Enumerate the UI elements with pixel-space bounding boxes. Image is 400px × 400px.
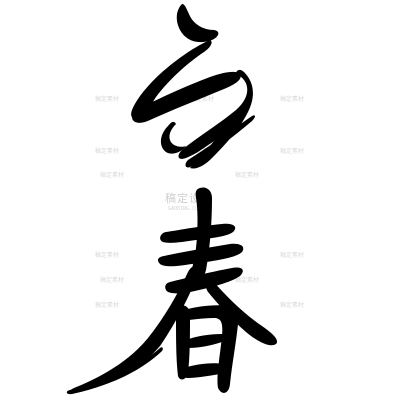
stroke-h2 [157,243,244,267]
stroke-arc [178,69,253,169]
stroke-curl [160,121,186,154]
stroke-right-fall [205,279,278,346]
stroke-ri-bottom [180,363,227,378]
character-li [131,4,255,169]
character-chun [66,187,278,395]
stroke-ri-inner [182,334,225,348]
stroke-h1 [160,223,236,243]
stroke-sweep-left [131,40,212,119]
stroke-tail [185,115,255,168]
stroke-dry-brush [66,347,163,395]
stroke-dot [176,4,219,43]
stroke-ri-left [176,305,190,380]
stroke-horizontal [132,71,241,123]
